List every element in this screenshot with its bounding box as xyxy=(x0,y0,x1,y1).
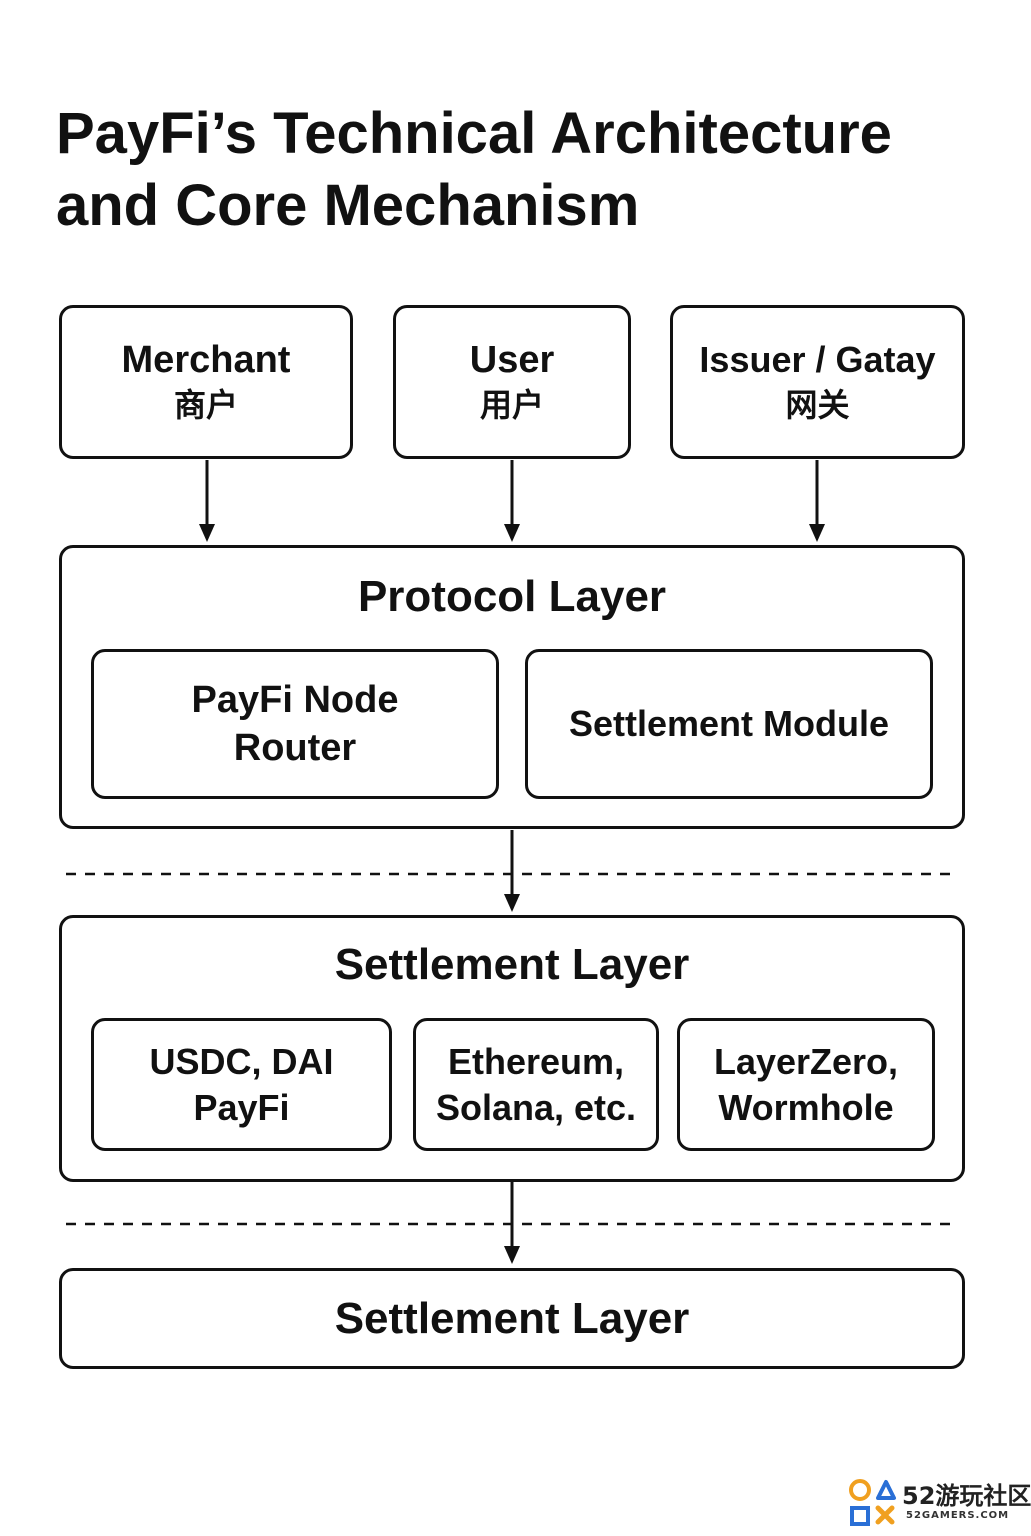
user-label-cn: 用户 xyxy=(479,386,544,424)
watermark-text: 52游玩社区 xyxy=(902,1482,1031,1510)
payfi-node-router-label: PayFi Node Router xyxy=(191,679,399,769)
issuer-label: Issuer / Gatay xyxy=(699,339,936,380)
arrow-settlement-to-bottom xyxy=(504,1182,520,1264)
title-line-2: and Core Mechanism xyxy=(56,173,640,238)
settlement-module-box: Settlement Module xyxy=(525,649,933,799)
payfi-node-router-box: PayFi Node Router xyxy=(91,649,499,799)
arrow-user-to-protocol xyxy=(504,460,520,542)
chains-box: Ethereum, Solana, etc. xyxy=(413,1018,659,1151)
protocol-layer-box: Protocol Layer PayFi Node Router Settlem… xyxy=(59,545,965,829)
settlement-layer-title: Settlement Layer xyxy=(334,940,690,989)
diagram-title: PayFi’s Technical Architecture and Core … xyxy=(56,98,976,242)
protocol-layer-title: Protocol Layer xyxy=(357,572,667,621)
bottom-settlement-layer-title: Settlement Layer xyxy=(334,1293,690,1343)
bottom-settlement-layer-box: Settlement Layer xyxy=(59,1268,965,1369)
settlement-layer-box: Settlement Layer USDC, DAI PayFi Ethereu… xyxy=(59,915,965,1182)
stablecoins-label: USDC, DAI PayFi xyxy=(149,1040,334,1128)
merchant-label: Merchant xyxy=(121,339,291,381)
chains-label: Ethereum, Solana, etc. xyxy=(435,1040,637,1128)
gamepad-symbols-icon xyxy=(849,1479,896,1526)
issuer-label-cn: 网关 xyxy=(785,386,850,424)
stablecoins-box: USDC, DAI PayFi xyxy=(91,1018,392,1151)
bridges-box: LayerZero, Wormhole xyxy=(677,1018,935,1151)
merchant-label-cn: 商户 xyxy=(173,386,238,424)
merchant-box: Merchant 商户 xyxy=(59,305,353,459)
user-box: User 用户 xyxy=(393,305,631,459)
settlement-module-label: Settlement Module xyxy=(568,703,890,744)
watermark-subtext: 52GAMERS.COM xyxy=(906,1510,1010,1521)
watermark-logo: 52游玩社区 52GAMERS.COM xyxy=(846,1476,1031,1530)
bridges-label: LayerZero, Wormhole xyxy=(713,1040,899,1128)
arrow-merchant-to-protocol xyxy=(199,460,215,542)
arrow-protocol-to-settlement xyxy=(504,830,520,912)
issuer-box: Issuer / Gatay 网关 xyxy=(670,305,965,459)
arrow-issuer-to-protocol xyxy=(809,460,825,542)
user-label: User xyxy=(469,339,555,381)
title-line-1: PayFi’s Technical Architecture xyxy=(56,101,892,166)
